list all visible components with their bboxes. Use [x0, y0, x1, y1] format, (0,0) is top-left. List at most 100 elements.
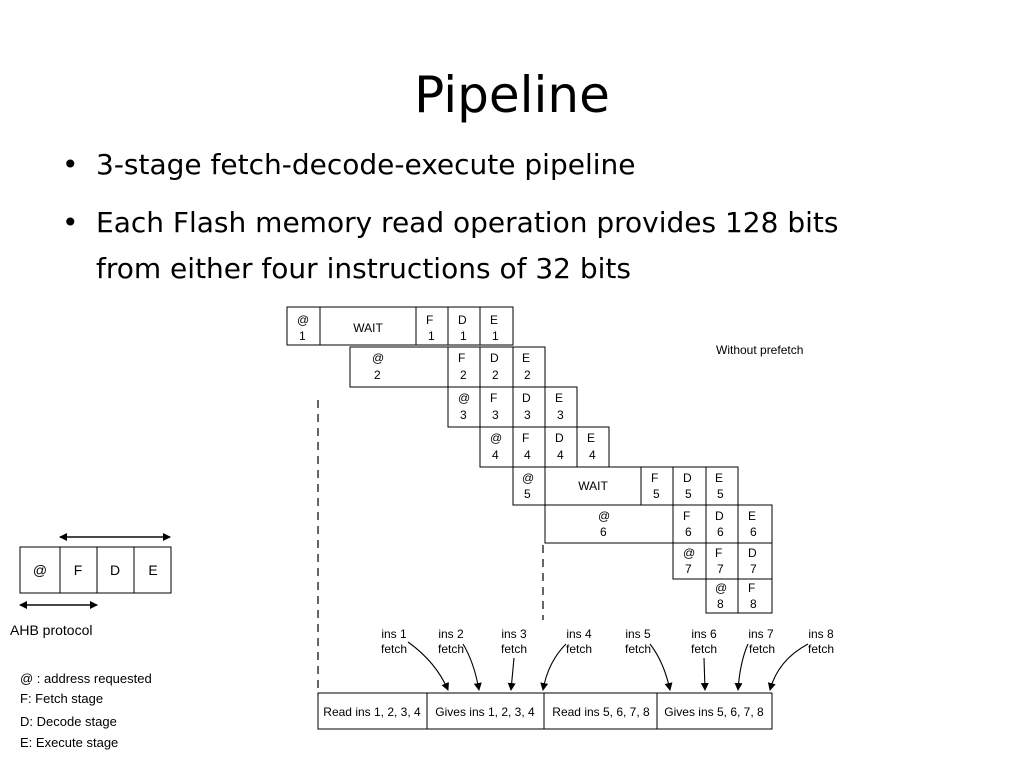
- pipeline-row: @ 3 F 3 D 3 E 3: [447, 386, 578, 428]
- cell-label: F: [426, 313, 433, 327]
- fetch-labels: ins 1 fetch ins 2 fetch ins 3 fetch ins …: [381, 627, 834, 656]
- pipeline-row: @ 2 F 2 D 2 E 2: [349, 346, 546, 388]
- fetch-label: ins 3: [501, 627, 527, 641]
- cell-index: 6: [600, 525, 607, 539]
- cell-label: F: [522, 431, 529, 445]
- cell-fetch: [737, 578, 773, 614]
- stage-box-label: F: [74, 562, 83, 578]
- cell-index: 5: [717, 487, 724, 501]
- cell-label: E: [587, 431, 595, 445]
- cell-label: @: [683, 546, 695, 560]
- cell-index: 1: [299, 329, 306, 343]
- cell-index: 7: [685, 562, 692, 576]
- cell-label: F: [683, 509, 690, 523]
- cell-label: F: [748, 581, 755, 595]
- cell-index: 3: [492, 408, 499, 422]
- cell-index: 5: [653, 487, 660, 501]
- cell-label: WAIT: [353, 321, 383, 335]
- cell-label: D: [715, 509, 724, 523]
- fetch-label: ins 8: [808, 627, 834, 641]
- legend-item: @ : address requested: [20, 671, 152, 686]
- fetch-label: ins 6: [691, 627, 717, 641]
- cell-index: 2: [460, 368, 467, 382]
- fetch-label: ins 1: [381, 627, 407, 641]
- cell-index: 6: [717, 525, 724, 539]
- cell-index: 6: [685, 525, 692, 539]
- cell-execute: [479, 306, 514, 346]
- legend-item: D: Decode stage: [20, 714, 117, 729]
- cell-label: D: [522, 391, 531, 405]
- cell-index: 2: [524, 368, 531, 382]
- cell-label: @: [522, 471, 534, 485]
- fetch-label: fetch: [749, 642, 775, 656]
- timeline-bar: Read ins 1, 2, 3, 4 Gives ins 1, 2, 3, 4…: [317, 692, 773, 730]
- cell-label: E: [555, 391, 563, 405]
- fetch-arrow-icon: [507, 657, 516, 691]
- cell-label: D: [490, 351, 499, 365]
- cell-index: 1: [428, 329, 435, 343]
- cell-label: E: [522, 351, 530, 365]
- cell-index: 4: [524, 448, 531, 462]
- cell-label: @: [715, 581, 727, 595]
- pipeline-row: @ 4 F 4 D 4 E 4: [479, 426, 610, 468]
- cell-index: 3: [557, 408, 564, 422]
- cell-index: 5: [685, 487, 692, 501]
- fetch-label: ins 5: [625, 627, 651, 641]
- bullet-list: 3-stage fetch-decode-execute pipeline Ea…: [60, 142, 1000, 292]
- fetch-arrow-icon: [649, 643, 673, 691]
- cell-label: @: [372, 351, 384, 365]
- bullet-item: 3-stage fetch-decode-execute pipeline: [60, 142, 1000, 188]
- fetch-label: fetch: [808, 642, 834, 656]
- timeline-label: Gives ins 1, 2, 3, 4: [435, 705, 535, 719]
- ahb-protocol-label: AHB protocol: [10, 622, 92, 638]
- timeline-label: Gives ins 5, 6, 7, 8: [664, 705, 764, 719]
- cell-index: 8: [750, 597, 757, 611]
- cell-label: @: [458, 391, 470, 405]
- pipeline-row: @ 7 F 7 D 7: [672, 542, 773, 580]
- slide-title: Pipeline: [414, 66, 610, 124]
- fetch-arrow-icon: [734, 643, 749, 691]
- cell-index: 8: [717, 597, 724, 611]
- stage-legend-box: @ F D E AHB protocol: [10, 533, 172, 638]
- bullet-text: 3-stage fetch-decode-execute pipeline: [96, 148, 636, 181]
- fetch-arrow-icon: [700, 657, 709, 691]
- fetch-label: fetch: [501, 642, 527, 656]
- cell-label: F: [490, 391, 497, 405]
- cell-label: D: [458, 313, 467, 327]
- fetch-arrows: [407, 641, 809, 691]
- cell-label: D: [748, 546, 757, 560]
- cell-index: 4: [589, 448, 596, 462]
- cell-index: 4: [492, 448, 499, 462]
- pipeline-grid: @ 1 WAIT F 1 D 1 E 1 @ 2 F 2 D 2 E: [286, 306, 773, 614]
- cell-label: F: [715, 546, 722, 560]
- cell-index: 2: [492, 368, 499, 382]
- cell-address: [349, 346, 449, 388]
- fetch-arrow-icon: [540, 643, 567, 691]
- stage-box-label: E: [148, 562, 157, 578]
- timeline-label: Read ins 5, 6, 7, 8: [552, 705, 650, 719]
- legend-list: @ : address requested F: Fetch stage D: …: [20, 671, 152, 750]
- pipeline-row: @ 5 WAIT F 5 D 5 E 5: [512, 466, 739, 506]
- fetch-label: fetch: [381, 642, 407, 656]
- fetch-label: ins 2: [438, 627, 464, 641]
- fetch-label: fetch: [438, 642, 464, 656]
- bullet-text: Each Flash memory read operation provide…: [96, 206, 839, 239]
- stage-box-label: @: [33, 562, 47, 578]
- cell-label: WAIT: [578, 479, 608, 493]
- cell-index: 1: [492, 329, 499, 343]
- cell-label: D: [683, 471, 692, 485]
- cell-label: @: [490, 431, 502, 445]
- cell-index: 7: [717, 562, 724, 576]
- cell-index: 7: [750, 562, 757, 576]
- fetch-label: ins 7: [748, 627, 774, 641]
- cell-label: @: [598, 509, 610, 523]
- cell-index: 2: [374, 368, 381, 382]
- fetch-arrow-icon: [767, 643, 809, 691]
- fetch-label: fetch: [566, 642, 592, 656]
- cell-label: F: [458, 351, 465, 365]
- cell-index: 6: [750, 525, 757, 539]
- stage-box: [19, 546, 172, 594]
- fetch-label: fetch: [625, 642, 651, 656]
- pipeline-row: @ 8 F 8: [705, 578, 773, 614]
